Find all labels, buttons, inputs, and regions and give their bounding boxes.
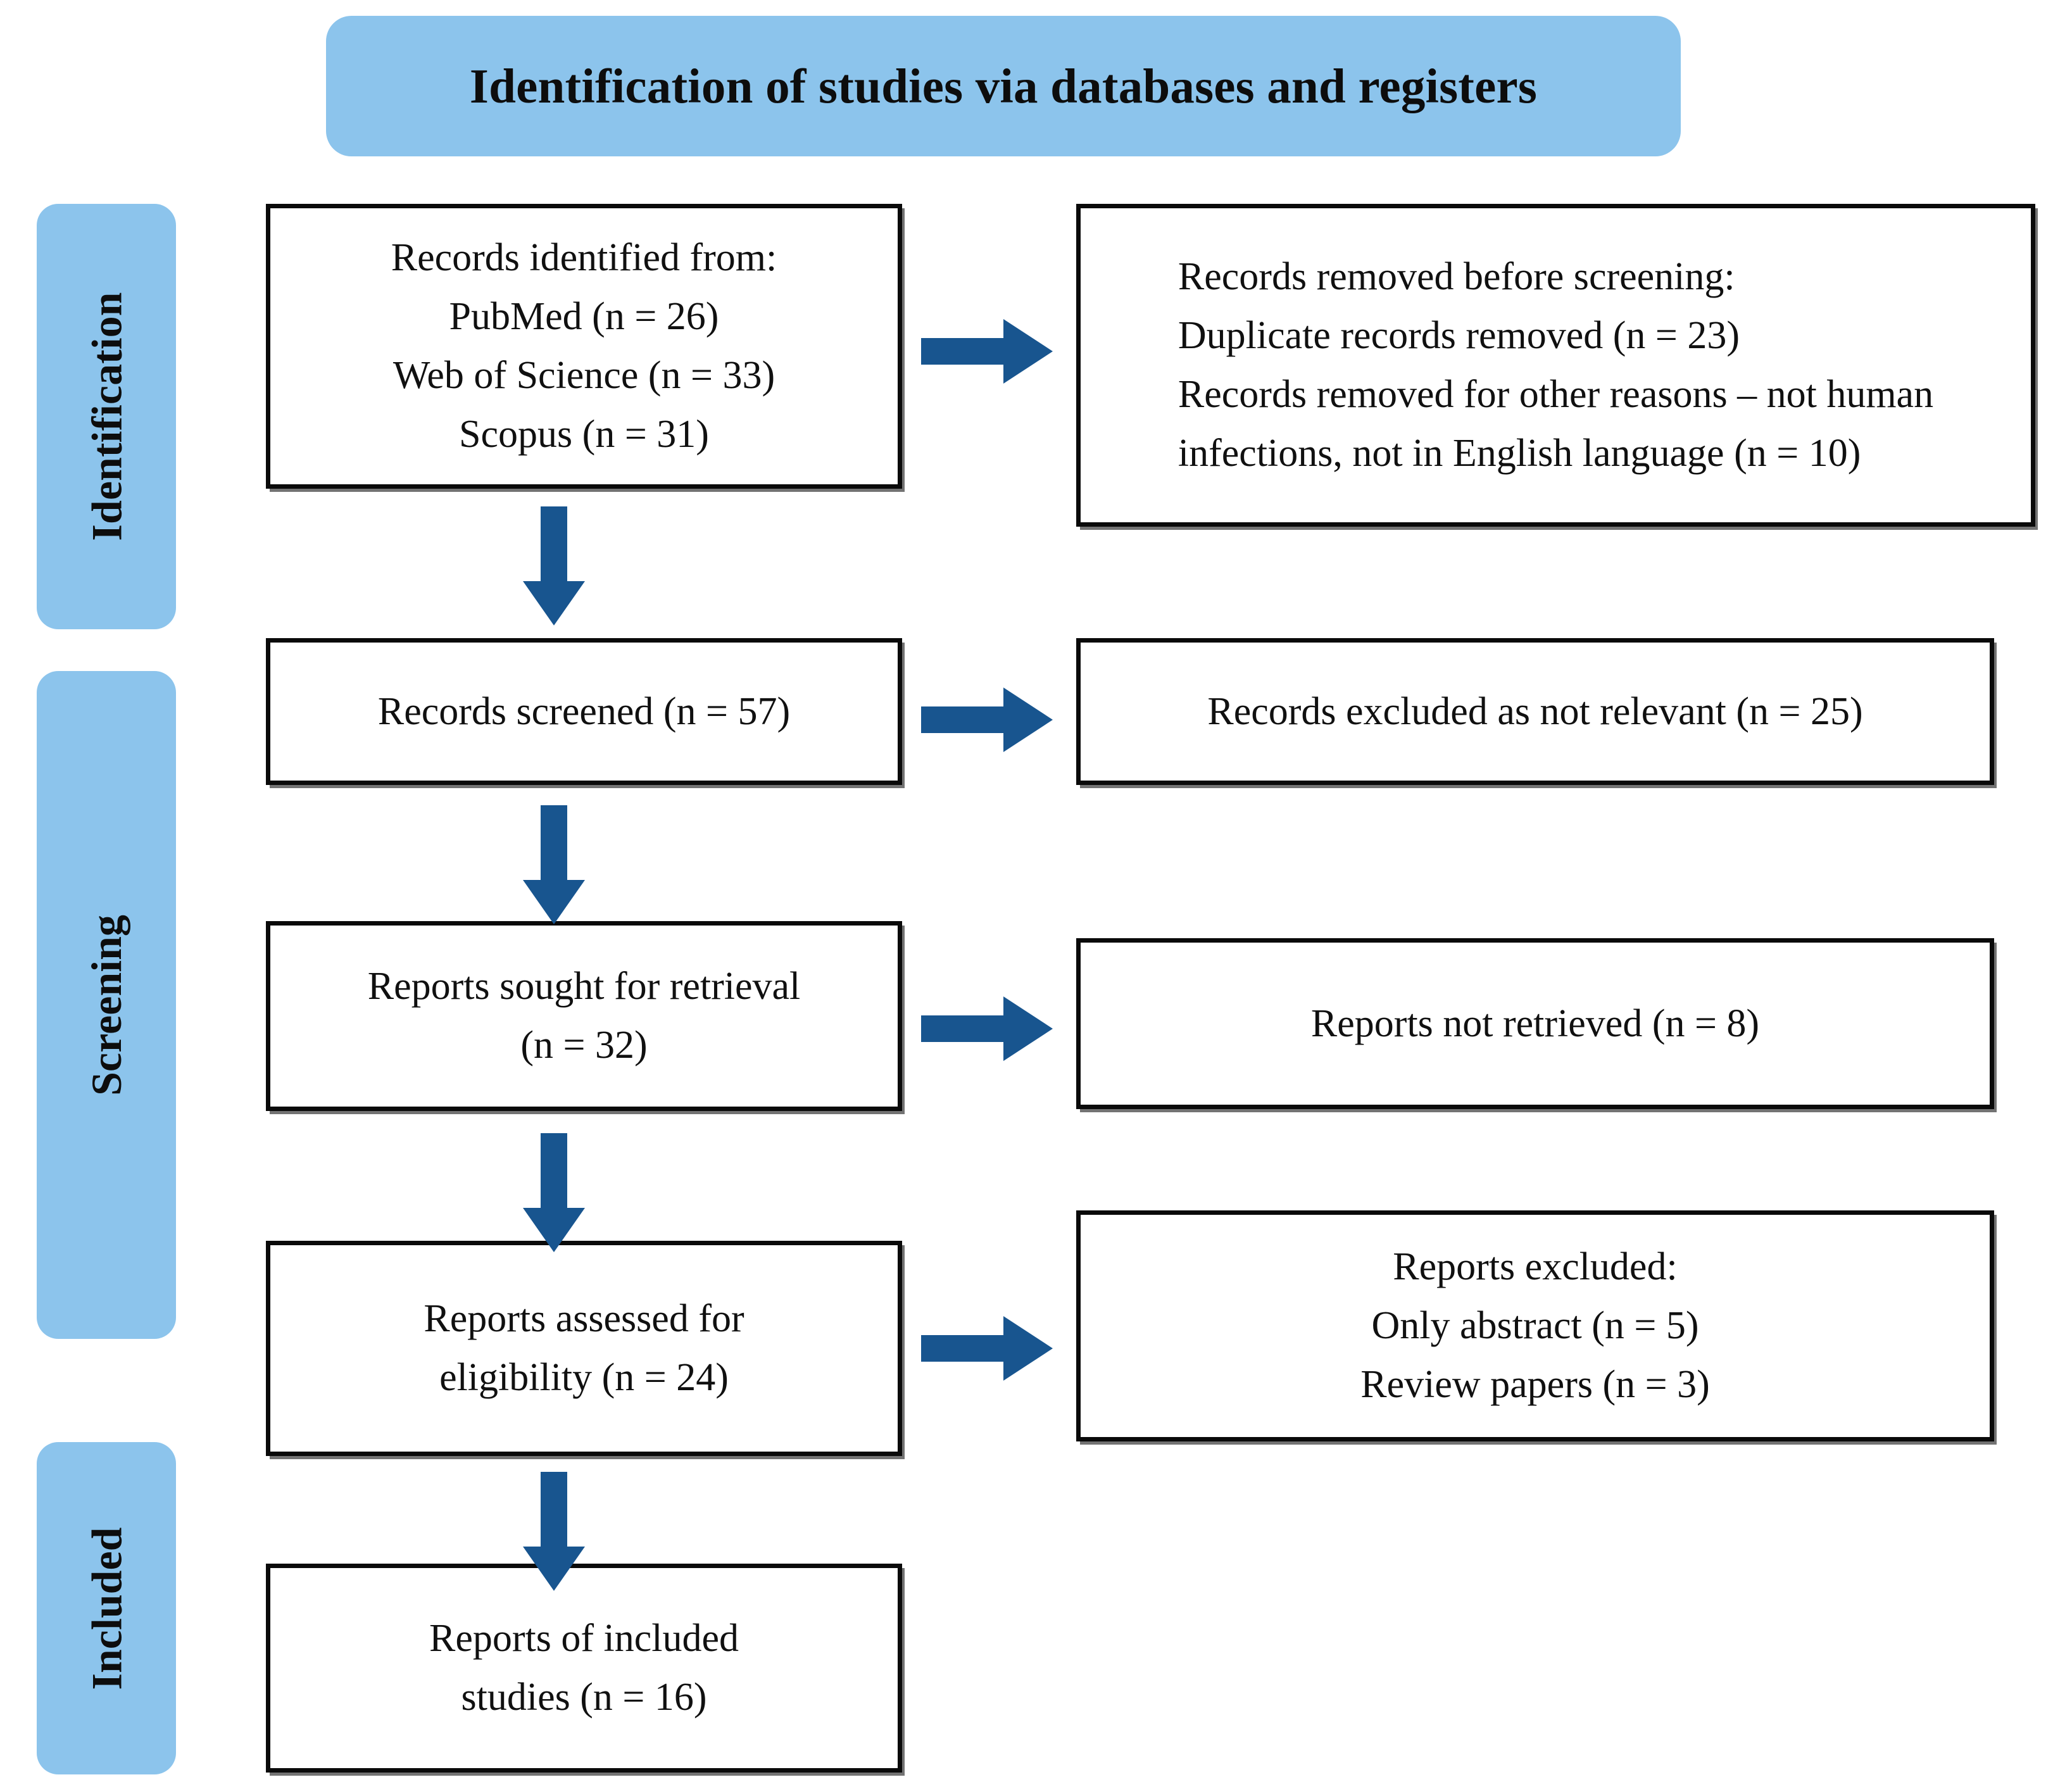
box-reports-sought-for-retrieval-text: Reports sought for retrieval (n = 32) [367,965,801,1067]
stage-label-screening: Screening [82,914,131,1096]
arrow-right-icon-assessed-to-reports-excluded [921,1314,1053,1383]
box-records-screened-text: Records screened (n = 57) [377,689,791,733]
arrow-right-icon-screened-to-excluded [921,685,1053,755]
box-records-excluded-not-relevant-text: Records excluded as not relevant (n = 25… [1207,689,1863,733]
box-reports-not-retrieved: Reports not retrieved (n = 8) [1076,938,1994,1109]
box-records-excluded-not-relevant: Records excluded as not relevant (n = 25… [1076,638,1994,785]
box-records-identified-text: Records identified from: PubMed (n = 26)… [391,236,777,456]
arrow-right-icon-identified-to-removed [921,317,1053,386]
stage-bar-identification: Identification [37,204,176,629]
arrow-right-icon-sought-to-not-retrieved [921,994,1053,1064]
box-reports-excluded-text: Reports excluded: Only abstract (n = 5) … [1360,1245,1710,1406]
box-records-screened: Records screened (n = 57) [266,638,902,785]
diagram-header-banner: Identification of studies via databases … [326,16,1681,156]
box-reports-sought-for-retrieval: Reports sought for retrieval (n = 32) [266,921,902,1111]
box-records-removed-before-screening-text: Records removed before screening: Duplic… [1177,255,1934,475]
stage-label-included: Included [82,1527,130,1690]
box-records-removed-before-screening: Records removed before screening: Duplic… [1076,204,2035,527]
stage-label-identification: Identification [82,292,130,541]
box-reports-not-retrieved-text: Reports not retrieved (n = 8) [1310,1001,1760,1045]
box-reports-of-included-studies-text: Reports of included studies (n = 16) [429,1617,739,1719]
box-reports-assessed-for-eligibility: Reports assessed for eligibility (n = 24… [266,1241,902,1456]
arrow-down-icon-identified-to-screened [519,506,589,625]
arrow-down-icon-sought-to-assessed [519,1133,589,1252]
page-title: Identification of studies via databases … [469,58,1538,113]
box-reports-assessed-for-eligibility-text: Reports assessed for eligibility (n = 24… [424,1297,744,1399]
arrow-down-icon-screened-to-sought [519,805,589,924]
box-reports-excluded: Reports excluded: Only abstract (n = 5) … [1076,1210,1994,1441]
stage-bar-included: Included [37,1442,176,1774]
stage-bar-screening: Screening [37,671,176,1339]
box-reports-of-included-studies: Reports of included studies (n = 16) [266,1564,902,1773]
box-records-identified: Records identified from: PubMed (n = 26)… [266,204,902,489]
